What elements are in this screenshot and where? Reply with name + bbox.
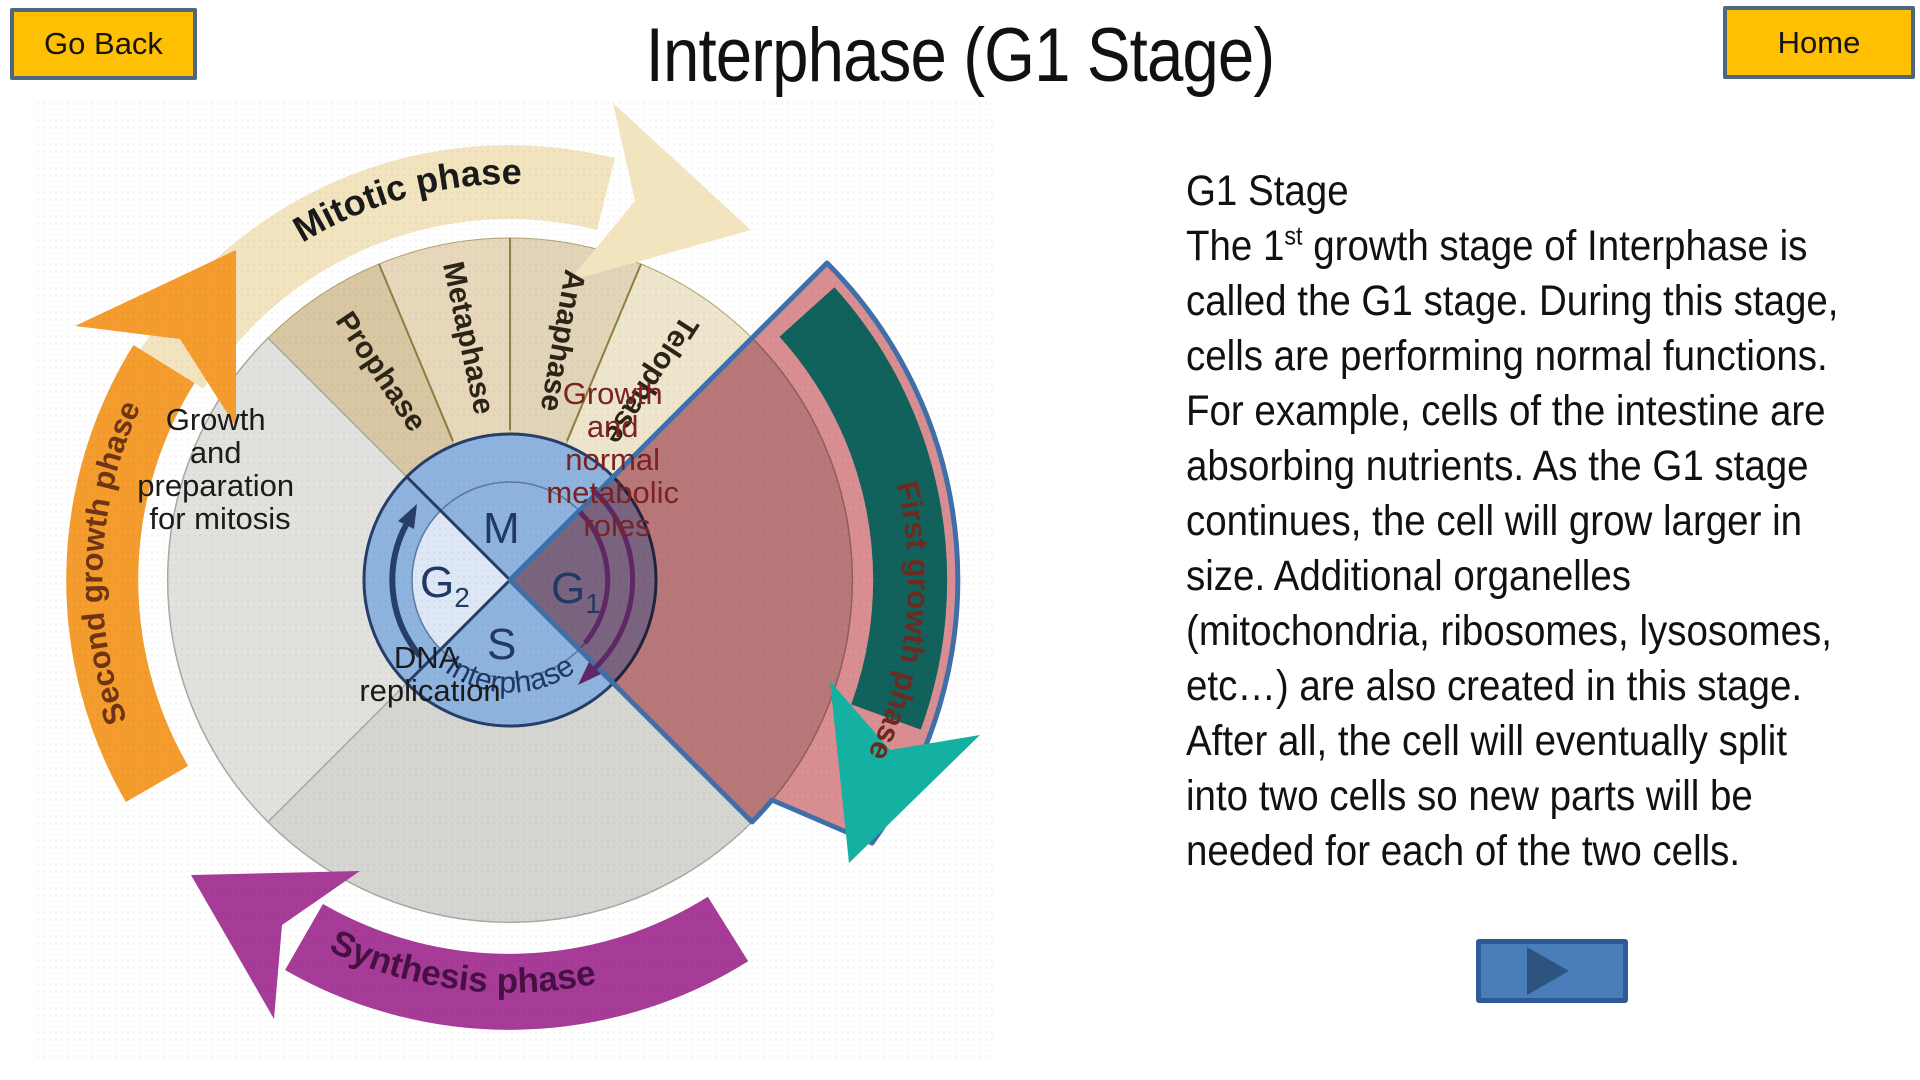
mitotic-arrowhead	[569, 103, 751, 281]
panel-line: After all, the cell will eventually spli…	[1186, 717, 1788, 765]
g2-phase-letter: G2	[420, 558, 470, 613]
panel-line: continues, the cell will grow larger in	[1186, 497, 1803, 545]
m-phase-letter: M	[483, 504, 520, 553]
panel-line: The 1st growth stage of Interphase is	[1186, 220, 1808, 270]
panel-line: absorbing nutrients. As the G1 stage	[1186, 442, 1809, 490]
g1-highlight-overlay	[510, 263, 958, 843]
panel-line: For example, cells of the intestine are	[1186, 387, 1826, 435]
play-icon	[1527, 947, 1569, 995]
panel-line: into two cells so new parts will be	[1186, 772, 1753, 820]
home-button[interactable]: Home	[1723, 6, 1915, 79]
g1-text-panel: G1 Stage The 1st growth stage of Interph…	[1186, 164, 1920, 879]
first-growth-arrowhead	[830, 681, 980, 863]
g2-quadrant-text: Growth and preparation for mitosis	[137, 402, 302, 536]
panel-heading: G1 Stage	[1186, 167, 1349, 215]
cycle-direction-arrows-right	[578, 487, 636, 685]
play-button[interactable]	[1476, 939, 1628, 1003]
panel-line: (mitochondria, ribosomes, lysosomes,	[1186, 607, 1832, 655]
panel-line: cells are performing normal functions.	[1186, 332, 1828, 380]
panel-line: called the G1 stage. During this stage,	[1186, 277, 1839, 325]
panel-line: size. Additional organelles	[1186, 552, 1632, 600]
panel-line: needed for each of the two cells.	[1186, 827, 1741, 875]
s-quadrant-text: DNA replication	[359, 640, 500, 708]
cell-cycle-diagram: Mitotic phase First growth phase Second …	[35, 100, 995, 1060]
go-back-button[interactable]: Go Back	[10, 8, 197, 80]
g1-phase-letter: G1	[551, 564, 601, 619]
cycle-direction-arrow-left	[389, 504, 423, 658]
page-title: Interphase (G1 Stage)	[645, 13, 1276, 98]
panel-line: etc…) are also created in this stage.	[1186, 662, 1803, 710]
g1-quadrant-text: Growth and normal metabolic roles	[546, 376, 687, 543]
s-phase-letter: S	[487, 620, 516, 669]
